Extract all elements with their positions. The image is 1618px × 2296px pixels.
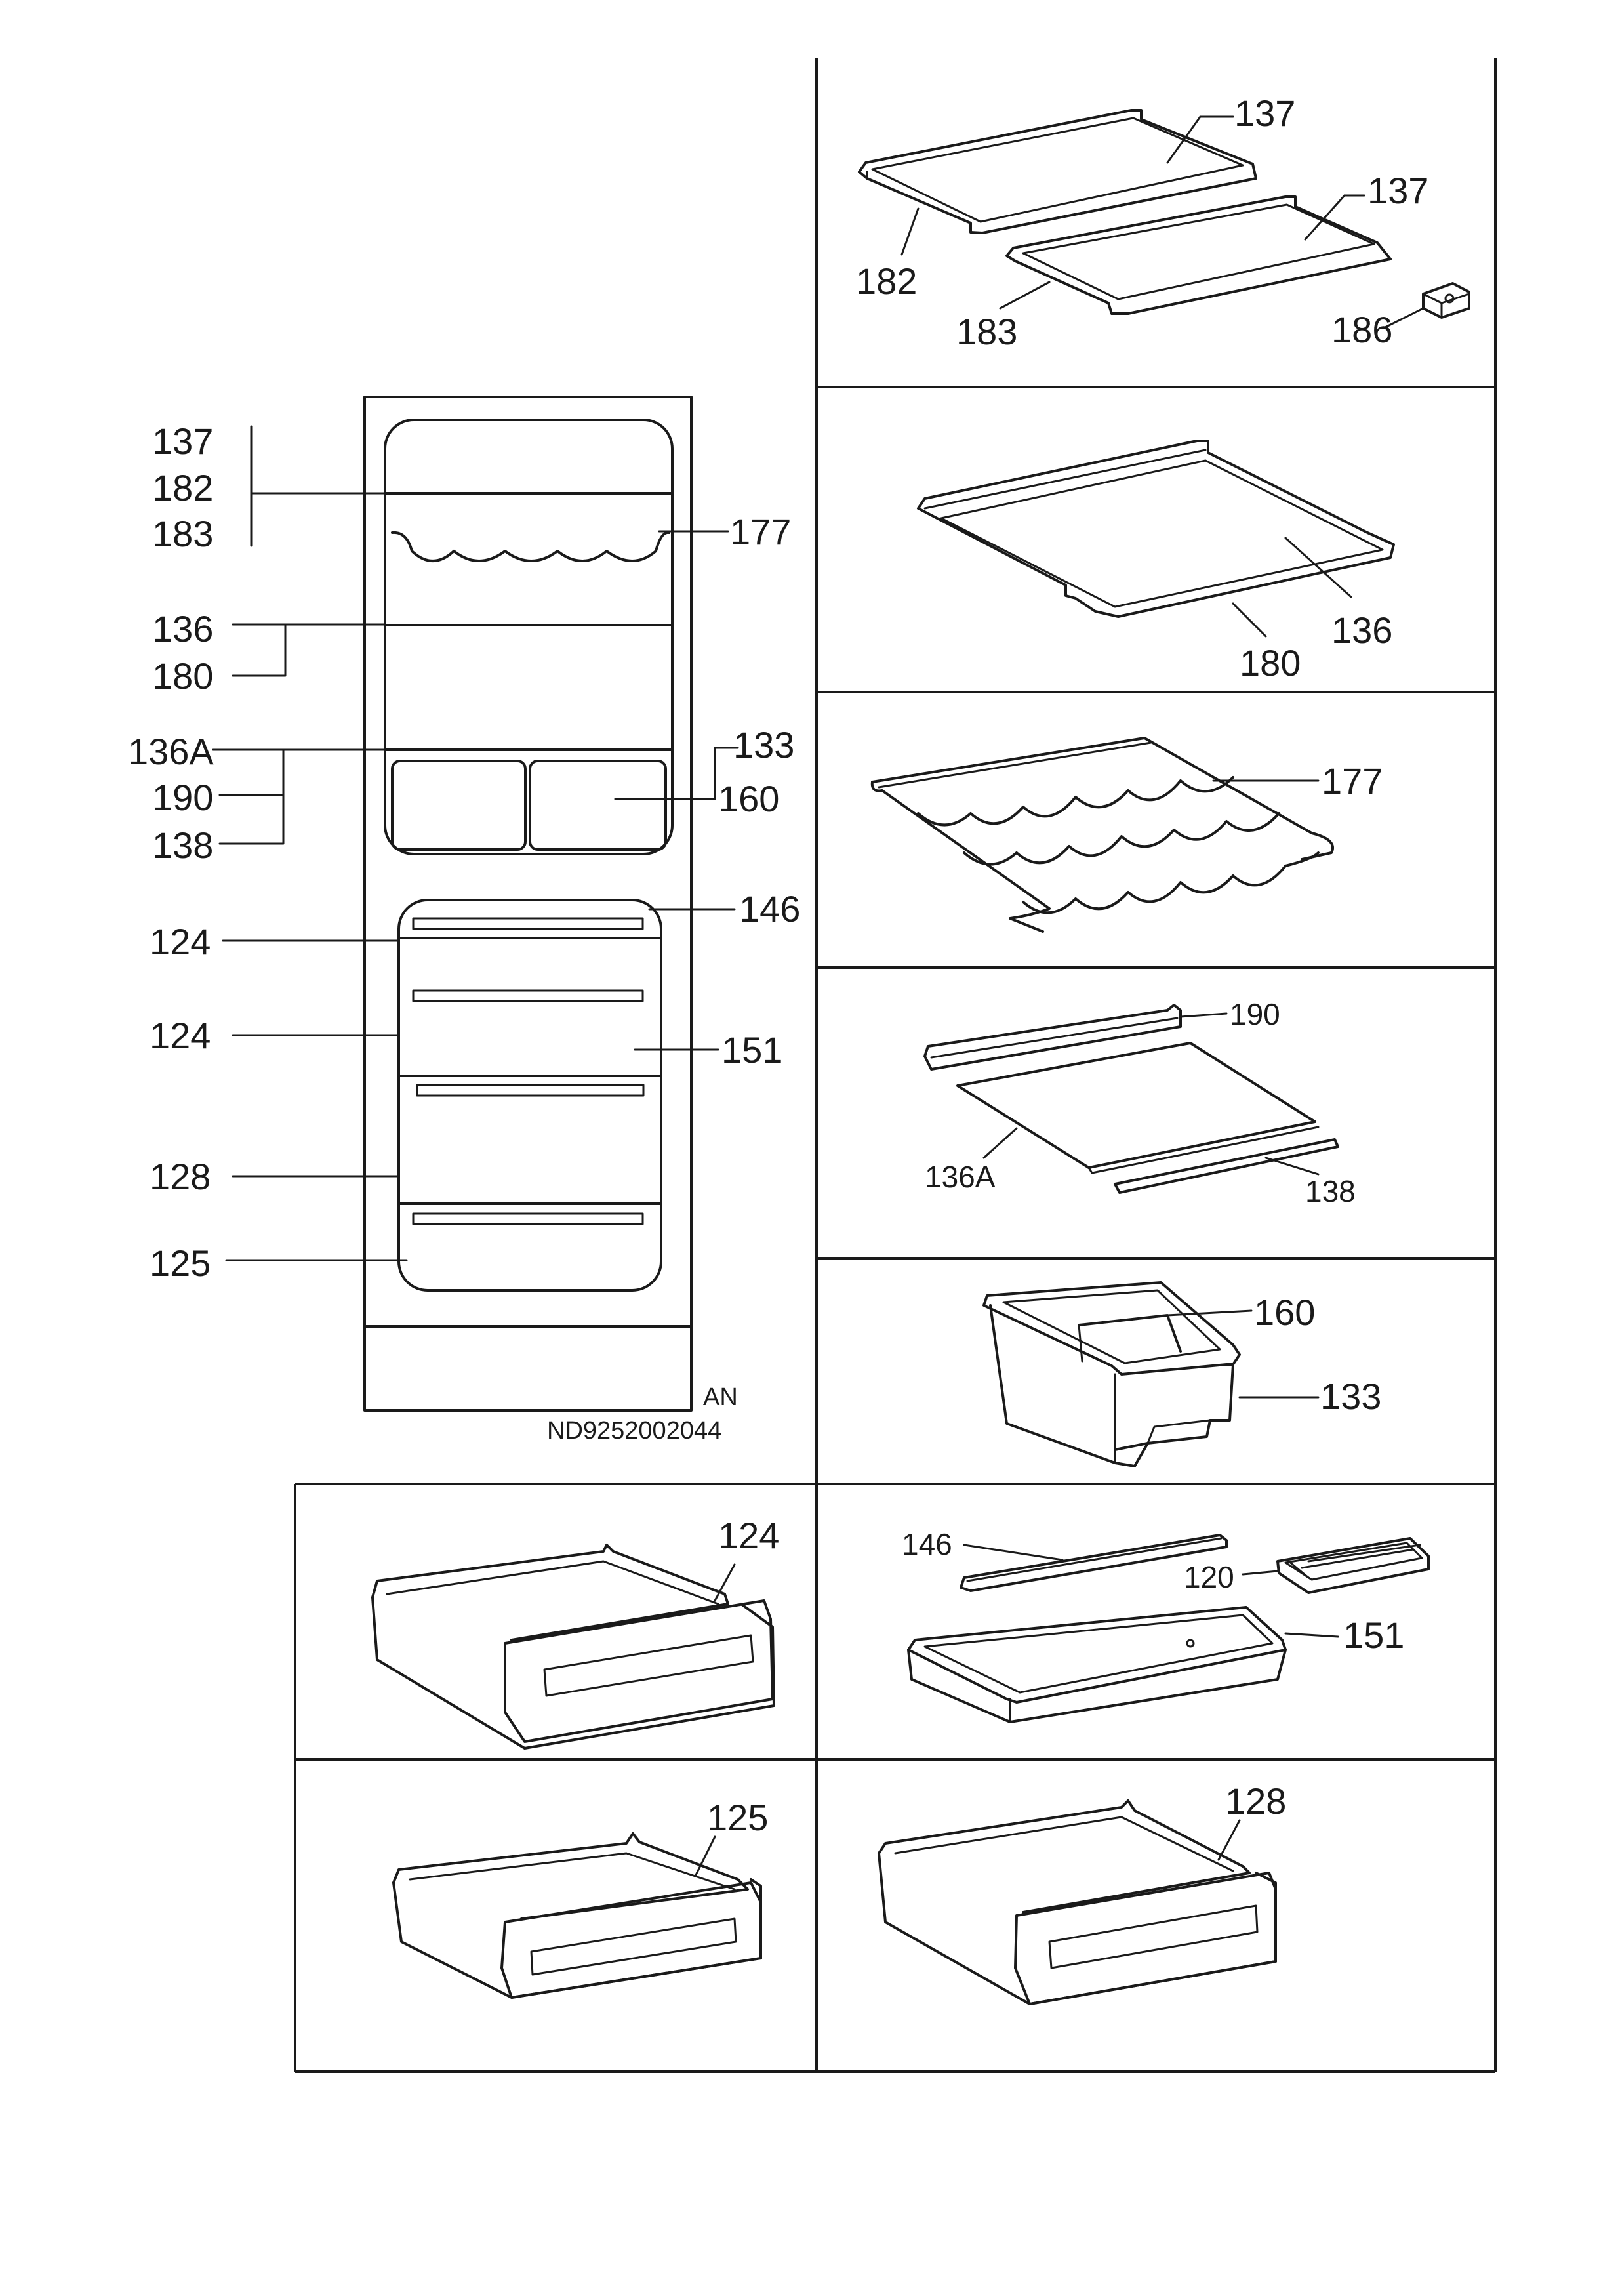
label-138: 138	[152, 825, 213, 866]
p1-label-186: 186	[1331, 309, 1392, 350]
p1-label-182: 182	[856, 260, 917, 302]
panel-tray-151: 146 120 151	[902, 1527, 1430, 1723]
label-177: 177	[730, 511, 791, 552]
label-182: 182	[152, 467, 213, 508]
panel-drawer-128: 128	[878, 1780, 1286, 2005]
label-136a: 136A	[128, 731, 214, 772]
p6-label-124: 124	[718, 1515, 779, 1556]
p5-label-160: 160	[1254, 1292, 1315, 1333]
label-124-a: 124	[150, 921, 211, 962]
p2-label-136: 136	[1331, 609, 1392, 651]
p9-label-128: 128	[1225, 1780, 1286, 1822]
label-183: 183	[152, 513, 213, 554]
p2-label-180: 180	[1240, 642, 1301, 684]
p4-label-136a: 136A	[925, 1160, 996, 1194]
p7-label-151: 151	[1343, 1614, 1404, 1656]
label-133: 133	[733, 724, 794, 766]
p1-label-183: 183	[956, 311, 1017, 352]
panel-frames	[294, 58, 1497, 2073]
label-151: 151	[721, 1029, 782, 1071]
panel-drawer-125: 125	[392, 1797, 768, 1999]
variant-label: AN	[703, 1384, 738, 1411]
panel-crisper-box: 160 133	[982, 1281, 1381, 1467]
label-146: 146	[739, 888, 800, 930]
p4-label-190: 190	[1230, 997, 1280, 1031]
panel-shelf-180: 136 180	[917, 440, 1395, 684]
label-128: 128	[150, 1156, 211, 1197]
label-124-b: 124	[150, 1015, 211, 1056]
label-125: 125	[150, 1242, 211, 1284]
p1-label-137-a: 137	[1234, 92, 1295, 134]
drawing-code: ND9252002044	[547, 1417, 721, 1445]
label-180: 180	[152, 655, 213, 697]
label-137: 137	[152, 420, 213, 462]
panel-bottle-rack: 177	[870, 737, 1383, 933]
p5-label-133: 133	[1320, 1376, 1381, 1417]
p1-label-137-b: 137	[1367, 170, 1428, 211]
panel-shelf-136a: 190 136A 138	[923, 997, 1356, 1208]
p7-label-146: 146	[902, 1527, 952, 1561]
panel-drawer-124: 124	[371, 1515, 779, 1750]
label-190: 190	[152, 777, 213, 818]
panel-glass-shelves: 137 137 182 183 186	[856, 92, 1470, 352]
p4-label-138: 138	[1305, 1174, 1356, 1208]
label-136: 136	[152, 608, 213, 649]
label-160: 160	[718, 778, 779, 819]
p7-label-120: 120	[1184, 1560, 1234, 1594]
p3-label-177: 177	[1322, 760, 1383, 802]
p8-label-125: 125	[707, 1797, 768, 1838]
fridge-overview: 137 182 183 136 180 136A 190 138 124 124…	[128, 396, 800, 1445]
